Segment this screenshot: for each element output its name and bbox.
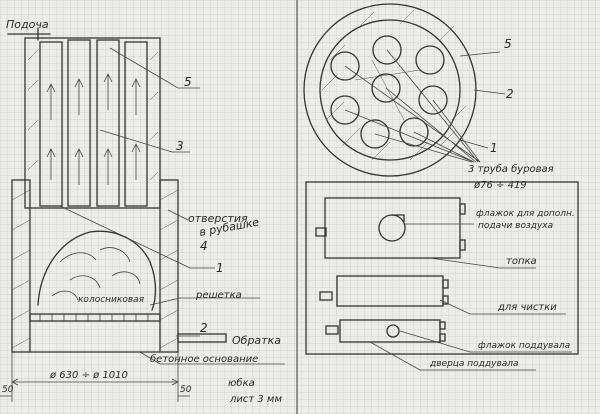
- flap-air-label: флажок для дополн.: [476, 209, 575, 219]
- sheet-label: лист 3 мм: [229, 394, 282, 405]
- pipe-1: [39, 41, 63, 207]
- top-view: [303, 3, 506, 177]
- grate-label: решетка: [195, 290, 242, 301]
- stove-body: [305, 181, 579, 355]
- top-callout-inner: 1: [490, 141, 498, 155]
- pipe-3: [96, 39, 120, 207]
- pipe-hole-4: [371, 73, 401, 103]
- side-section-view: [0, 27, 285, 402]
- firebox-handle: [315, 227, 327, 237]
- callout-grate: 1: [216, 261, 224, 275]
- flap-air-label-2: подачи воздуха: [478, 221, 553, 231]
- pipe-hole-3: [415, 45, 445, 75]
- callout-jacket: 3: [176, 139, 184, 153]
- drill-pipe-label: 3 труба буровая: [468, 163, 554, 175]
- dim-left: 50: [2, 385, 14, 395]
- stones-label: колосниковая: [78, 295, 145, 305]
- pipe-4: [124, 41, 148, 207]
- pipe-hole-7: [360, 119, 390, 149]
- skirt-label: юбка: [228, 377, 255, 389]
- drill-pipe-size: ø76 ÷ 419: [473, 180, 527, 191]
- diameter-label: ø 630 ÷ ø 1010: [49, 370, 128, 381]
- blower-flap-label: флажок поддувала: [478, 341, 570, 351]
- stones: [37, 230, 157, 311]
- holes-label: отверстия: [188, 212, 248, 225]
- base-label: бетонное основание: [150, 353, 258, 365]
- blower-handle: [325, 325, 339, 335]
- firebox-label: топка: [506, 256, 537, 267]
- top-callout-shell: 2: [506, 87, 514, 101]
- top-callout-pipes: 5: [504, 37, 512, 51]
- return-nozzle: [177, 333, 227, 343]
- return-label: Обратка: [232, 334, 281, 347]
- pipe-hole-5: [330, 95, 360, 125]
- cleaning-handle: [319, 291, 333, 301]
- inner-shell: [319, 19, 461, 161]
- callout-holes: 4: [200, 239, 208, 253]
- blower-door: [339, 319, 441, 343]
- pipe-hole-1: [330, 51, 360, 81]
- cleaning-label: для чистки: [497, 302, 557, 313]
- grate: [29, 313, 161, 322]
- supply-label: Подоча: [6, 18, 49, 31]
- blower-door-label: дверца поддувала: [429, 359, 519, 369]
- pipe-2: [67, 39, 91, 207]
- pipe-hole-6: [418, 85, 448, 115]
- dim-right: 50: [180, 385, 192, 395]
- callout-skirt: 2: [200, 321, 208, 335]
- jacket-wall-left: [11, 179, 31, 353]
- callout-pipes: 5: [184, 75, 192, 89]
- blower-flap: [386, 324, 400, 338]
- front-view: [305, 181, 579, 371]
- jacket-wall-right: [159, 179, 179, 353]
- cleaning-door: [336, 275, 444, 307]
- heating-tank: [24, 37, 161, 209]
- pipe-hole-2: [372, 35, 402, 65]
